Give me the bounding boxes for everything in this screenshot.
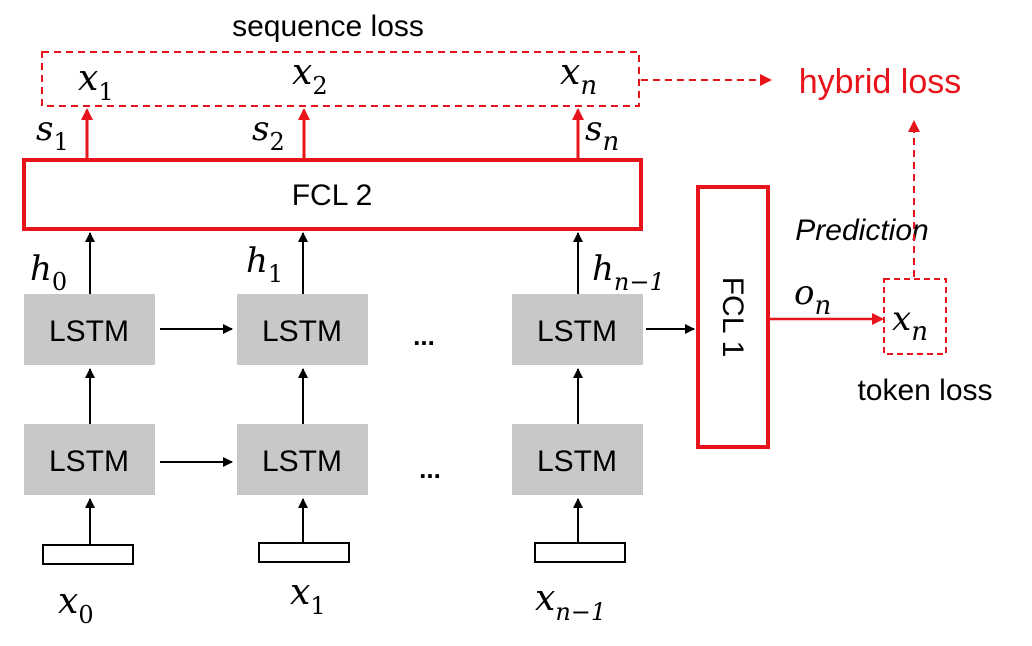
hidden-hn-1: hn−1 [592,249,665,296]
sequence-loss-title: sequence loss [232,10,424,43]
input-embedding-0 [42,544,134,565]
input-embedding-1 [258,542,350,563]
lstm-top-n [512,294,643,365]
lstm-bottom-n [512,424,643,495]
lstm-top-0-label: LSTM [49,315,129,348]
output-x1: x1 [78,58,114,106]
lstm-top-1 [237,294,368,365]
lstm-top-0 [24,294,155,365]
lstm-top-n-label: LSTM [537,315,617,348]
prediction-label: Prediction [795,214,928,247]
score-s2: s2 [252,109,285,156]
lstm-bottom-1 [237,424,368,495]
token-prediction-box [883,278,947,355]
fcl2-label: FCL 2 [292,179,373,212]
output-x2: x2 [292,52,328,100]
lstm-bottom-0 [24,424,155,495]
input-x1: x1 [290,572,326,620]
hidden-h1: h1 [246,241,283,288]
ellipsis-top: ... [413,321,435,351]
fcl2-box [22,158,643,231]
hybrid-loss-label: hybrid loss [799,63,962,101]
fcl1-box [696,185,770,449]
token-loss-label: token loss [857,374,992,407]
token-xn: xn [892,299,928,347]
input-x0: x0 [58,581,94,629]
lstm-bottom-1-label: LSTM [262,445,342,478]
lstm-top-1-label: LSTM [262,315,342,348]
lstm-bottom-n-label: LSTM [537,445,617,478]
hidden-h0: h0 [30,249,67,296]
input-embedding-n [534,542,626,563]
input-xn-1: xn−1 [535,578,606,626]
score-s1: s1 [36,109,69,156]
sequence-output-box [41,51,640,107]
score-sn: sn [585,109,619,157]
lstm-bottom-0-label: LSTM [49,445,129,478]
fcl1-output-on: on [794,273,831,321]
output-xn: xn [560,52,597,101]
fcl1-label: FCL 1 [716,277,749,358]
ellipsis-bottom: ... [419,454,441,484]
